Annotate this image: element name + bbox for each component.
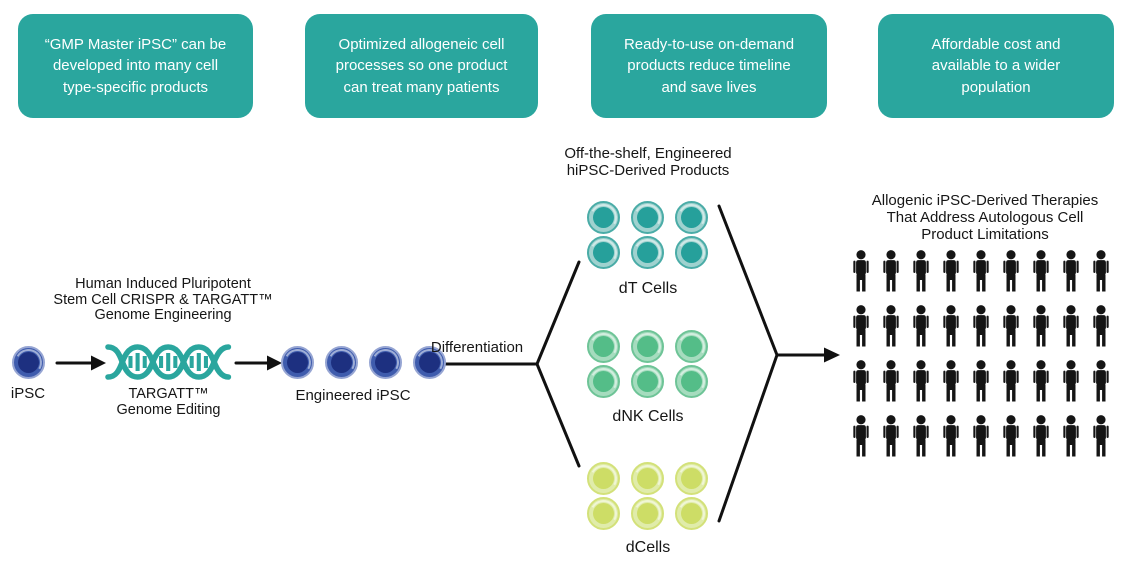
benefit-box-gmp-master-ipsc: “GMP Master iPSC” can be developed into … [18, 14, 253, 118]
person-icon [913, 305, 929, 347]
person-icon [853, 360, 869, 402]
dt-cells-label: dT Cells [618, 280, 678, 297]
person-icon [883, 305, 899, 347]
cell-icon [369, 346, 402, 379]
cell-icon [675, 330, 708, 363]
person-icon [1063, 360, 1079, 402]
person-icon [1003, 305, 1019, 347]
person-icon [1033, 415, 1049, 457]
arrowhead-icon [267, 355, 282, 371]
person-icon [1093, 305, 1109, 347]
cell-icon [675, 201, 708, 234]
person-icon [1003, 250, 1019, 292]
cell-icon [631, 462, 664, 495]
cell-icon [631, 330, 664, 363]
cell-icon [675, 236, 708, 269]
dcells-cluster [587, 462, 708, 530]
branch-down-line [535, 362, 581, 468]
cell-icon [413, 346, 446, 379]
dnk-cells-cluster [587, 330, 708, 398]
cell-icon [587, 201, 620, 234]
person-icon [943, 360, 959, 402]
person-icon [883, 250, 899, 292]
person-icon [973, 360, 989, 402]
population-grid [851, 250, 1111, 457]
person-icon [1093, 250, 1109, 292]
cell-icon [587, 236, 620, 269]
cell-icon [587, 497, 620, 530]
person-icon [883, 415, 899, 457]
person-icon [973, 305, 989, 347]
person-icon [853, 305, 869, 347]
dnk-cells-label: dNK Cells [612, 408, 684, 425]
benefit-box-ready-to-use: Ready-to-use on-demand products reduce t… [591, 14, 827, 118]
converge-bottom-line [717, 353, 779, 523]
cell-icon [631, 236, 664, 269]
converge-top-line [717, 204, 779, 357]
ipsc-cell [12, 346, 45, 379]
person-icon [853, 415, 869, 457]
products-header: Off-the-shelf, Engineered hiPSC-Derived … [564, 145, 732, 180]
cell-icon [587, 330, 620, 363]
dna-helix-icon [105, 344, 232, 380]
cell-icon [675, 497, 708, 530]
person-icon [1063, 305, 1079, 347]
dcells-label: dCells [625, 539, 671, 556]
cell-icon [631, 201, 664, 234]
person-icon [1033, 360, 1049, 402]
arrowhead-icon [824, 347, 840, 363]
person-icon [973, 415, 989, 457]
cell-icon [631, 497, 664, 530]
targatt-genome-editing-label: TARGATT™ Genome Editing [116, 386, 221, 419]
person-icon [1033, 305, 1049, 347]
person-icon [1033, 250, 1049, 292]
cell-icon [675, 365, 708, 398]
dt-cells-cluster [587, 201, 708, 269]
arrowhead-icon [91, 355, 106, 371]
branch-up-line [535, 260, 581, 366]
ipsc-label: iPSC [10, 385, 46, 402]
person-icon [943, 305, 959, 347]
differentiation-label: Differentiation [430, 339, 524, 356]
engineered-ipsc-cells [281, 346, 446, 379]
person-icon [1063, 250, 1079, 292]
person-icon [1003, 415, 1019, 457]
person-icon [943, 250, 959, 292]
cell-icon [12, 346, 45, 379]
cell-icon [675, 462, 708, 495]
person-icon [913, 250, 929, 292]
person-icon [913, 360, 929, 402]
cell-icon [281, 346, 314, 379]
person-icon [853, 250, 869, 292]
person-icon [1003, 360, 1019, 402]
cell-icon [587, 462, 620, 495]
therapies-header: Allogenic iPSC-Derived Therapies That Ad… [871, 192, 1099, 244]
cell-icon [631, 365, 664, 398]
cell-icon [325, 346, 358, 379]
genome-engineering-caption: Human Induced Pluripotent Stem Cell CRIS… [53, 276, 273, 324]
person-icon [883, 360, 899, 402]
person-icon [1093, 415, 1109, 457]
cell-icon [587, 365, 620, 398]
benefit-box-affordable-cost: Affordable cost and available to a wider… [878, 14, 1114, 118]
person-icon [1093, 360, 1109, 402]
benefit-box-allogeneic-processes: Optimized allogeneic cell processes so o… [305, 14, 538, 118]
person-icon [973, 250, 989, 292]
person-icon [943, 415, 959, 457]
person-icon [1063, 415, 1079, 457]
engineered-ipsc-label: Engineered iPSC [295, 387, 411, 404]
person-icon [913, 415, 929, 457]
